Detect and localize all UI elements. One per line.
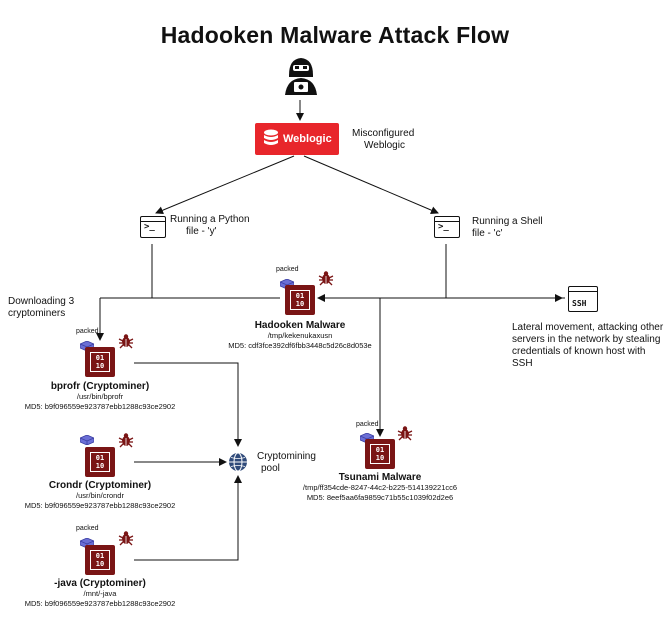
- arrow-java-to-pool: [134, 475, 242, 561]
- python-step-line1: Running a Python: [170, 214, 250, 225]
- java-name: -java (Cryptominer): [54, 578, 146, 589]
- python-step-line2: file - 'y': [186, 226, 217, 237]
- hadooken-node: Hadooken Malware /tmp/kekenukaxusn MD5: …: [200, 320, 400, 351]
- tsunami-path: /tmp/ff354cde-8247-44c2-b225-514139221cc…: [302, 483, 458, 492]
- weblogic-note: Misconfigured Weblogic: [352, 128, 414, 152]
- packed-icon-crondr: [79, 432, 95, 450]
- packed-label-java: packed: [76, 525, 99, 532]
- crondr-md5: MD5: b9f096559e923787ebb1288c93ce2902: [24, 501, 176, 510]
- pool-line2: pool: [261, 463, 280, 474]
- hacker-icon: [283, 55, 319, 97]
- weblogic-note-line2: Weblogic: [364, 140, 405, 151]
- crondr-node: Crondr (Cryptominer) /usr/bin/crondr MD5…: [0, 480, 200, 511]
- packed-label-tsunami: packed: [356, 421, 379, 428]
- terminal-icon-python: >_: [140, 216, 166, 238]
- chip-text-line1: 01: [295, 292, 305, 300]
- lateral-note-line1: Lateral movement, attacking other: [512, 322, 664, 333]
- chip-text-line2: 10: [95, 560, 105, 568]
- tsunami-name: Tsunami Malware: [338, 472, 422, 483]
- shell-step-line2: file - 'c': [472, 228, 503, 239]
- ssh-terminal-icon: SSH: [568, 286, 598, 312]
- chip-text-line1: 01: [95, 552, 105, 560]
- packed-label-hadooken: packed: [276, 266, 299, 273]
- crondr-name: Crondr (Cryptominer): [48, 480, 152, 491]
- crondr-path: /usr/bin/crondr: [76, 491, 124, 500]
- chip-text-line1: 01: [95, 454, 105, 462]
- arrow-weblogic-to-python: [155, 155, 295, 215]
- downloading-note-line2: cryptominers: [8, 308, 66, 319]
- terminal-icon-shell: >_: [434, 216, 460, 238]
- bprofr-md5: MD5: b9f096559e923787ebb1288c93ce2902: [24, 402, 176, 411]
- weblogic-label: Weblogic: [283, 133, 332, 145]
- downloading-note: Downloading 3 cryptominers: [8, 296, 74, 320]
- downloading-note-line1: Downloading 3: [8, 296, 75, 307]
- chip-text-line2: 10: [375, 454, 385, 462]
- chip-text-line2: 10: [95, 462, 105, 470]
- java-node: -java (Cryptominer) /mnt/-java MD5: b9f0…: [0, 578, 200, 609]
- bug-icon-hadooken: [318, 270, 334, 291]
- cryptomining-pool-label: Cryptomining pool: [257, 451, 316, 475]
- java-path: /mnt/-java: [83, 589, 117, 598]
- bprofr-path: /usr/bin/bprofr: [76, 392, 124, 401]
- arrow-weblogic-to-shell: [303, 155, 439, 214]
- hadooken-path: /tmp/kekenukaxusn: [267, 331, 333, 340]
- lateral-movement-note: Lateral movement, attacking other server…: [512, 322, 664, 370]
- hadooken-name: Hadooken Malware: [254, 320, 346, 331]
- diagram-title: Hadooken Malware Attack Flow: [160, 22, 510, 48]
- chip-text-line1: 01: [375, 446, 385, 454]
- weblogic-note-line1: Misconfigured: [352, 128, 415, 139]
- shell-step-label: Running a Shell file - 'c': [472, 216, 543, 240]
- tsunami-md5: MD5: 8eef5aa6fa9859c71b55c1039f02d2e6: [306, 493, 454, 502]
- bprofr-name: bprofr (Cryptominer): [50, 381, 150, 392]
- bug-icon-bprofr: [118, 333, 134, 354]
- arrow-bprofr-to-pool: [134, 362, 242, 447]
- shell-step-line1: Running a Shell: [472, 216, 543, 227]
- lateral-note-line4: SSH: [512, 358, 533, 369]
- java-md5: MD5: b9f096559e923787ebb1288c93ce2902: [24, 599, 176, 608]
- globe-icon: [228, 452, 248, 477]
- lateral-note-line2: servers in the network by stealing: [512, 334, 661, 345]
- bug-icon-tsunami: [397, 425, 413, 446]
- weblogic-node: Weblogic: [255, 123, 339, 155]
- packed-label-bprofr: packed: [76, 328, 99, 335]
- chip-text-line2: 10: [95, 362, 105, 370]
- pool-line1: Cryptomining: [257, 451, 316, 462]
- bug-icon-java: [118, 530, 134, 551]
- tsunami-node: Tsunami Malware /tmp/ff354cde-8247-44c2-…: [270, 472, 490, 503]
- python-step-label: Running a Python file - 'y': [170, 214, 250, 238]
- bug-icon-crondr: [118, 432, 134, 453]
- hadooken-md5: MD5: cdf3fce392df6fbb3448c5d26c8d053e: [228, 341, 372, 350]
- chip-text-line1: 01: [95, 354, 105, 362]
- chip-text-line2: 10: [295, 300, 305, 308]
- bprofr-node: bprofr (Cryptominer) /usr/bin/bprofr MD5…: [0, 381, 200, 412]
- lateral-note-line3: credentials of known host with: [512, 346, 646, 357]
- ssh-icon-text: SSH: [572, 299, 587, 308]
- database-icon: [263, 129, 279, 149]
